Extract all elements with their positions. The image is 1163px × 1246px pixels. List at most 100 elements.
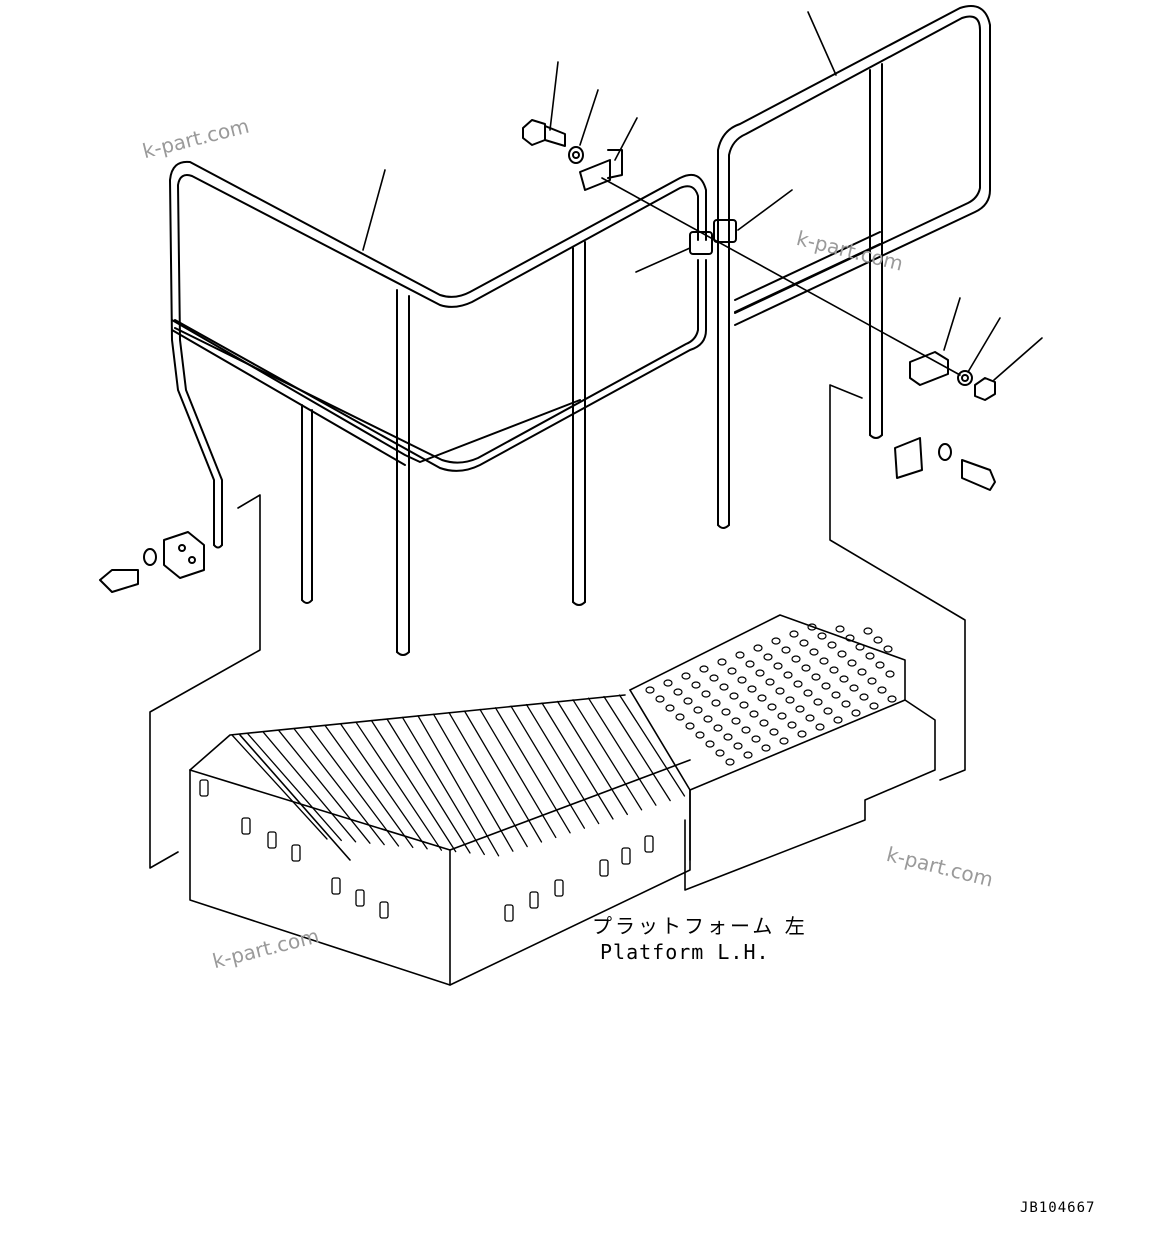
frame-slots <box>199 779 654 922</box>
perforation-hole <box>773 662 783 670</box>
left-fasteners <box>99 531 205 593</box>
grating-bar <box>401 716 485 856</box>
perforation-hole <box>715 749 725 757</box>
perforation-hole <box>761 744 771 752</box>
perforation-hole <box>801 664 811 672</box>
perforation-hole <box>817 632 827 640</box>
grating-bar <box>448 711 528 848</box>
right-handrail <box>717 5 991 529</box>
grating-bar <box>262 731 357 843</box>
frame-slot <box>291 844 301 862</box>
grating-bar <box>355 721 443 851</box>
grating-bar <box>618 694 686 797</box>
perforation-hole <box>731 717 741 725</box>
perforation-hole <box>713 724 723 732</box>
perforation-hole <box>847 659 857 667</box>
perforation-hole <box>821 682 831 690</box>
perforation-hole <box>845 634 855 642</box>
perforation-hole <box>867 677 877 685</box>
perforation-hole <box>823 707 833 715</box>
perforation-hole <box>685 722 695 730</box>
perforation-hole <box>781 646 791 654</box>
perforation-hole <box>737 676 747 684</box>
grating-bar <box>463 710 543 843</box>
grating-bar <box>494 707 571 834</box>
perforation-hole <box>837 650 847 658</box>
perforation-hole <box>711 699 721 707</box>
grating-bar <box>572 699 643 811</box>
perforation-hole <box>703 715 713 723</box>
perforation-hole <box>815 723 825 731</box>
grating-bar <box>417 715 500 857</box>
perforation-hole <box>805 714 815 722</box>
perforation-hole <box>765 678 775 686</box>
perforation-hole <box>849 684 859 692</box>
frame-slot <box>554 879 564 897</box>
grating-bar <box>432 713 514 852</box>
perforation-hole <box>663 679 673 687</box>
perforation-hole <box>721 708 731 716</box>
drawing-code: JB104667 <box>1020 1200 1096 1216</box>
perforation-hole <box>699 665 709 673</box>
perforation-hole <box>859 693 869 701</box>
perforation-hole <box>741 726 751 734</box>
grating-bar <box>525 703 600 825</box>
perforation-hole <box>857 668 867 676</box>
perforation-hole <box>783 671 793 679</box>
perforation-hole <box>797 730 807 738</box>
leader-lines <box>362 11 1043 381</box>
grating-bar <box>510 705 586 829</box>
perforation-hole <box>829 666 839 674</box>
left-handrail <box>169 160 707 656</box>
frame-slot <box>331 877 341 895</box>
perforation-hole <box>841 700 851 708</box>
perforation-hole <box>755 669 765 677</box>
frame-slot <box>504 904 514 922</box>
grating-bar <box>386 718 471 854</box>
perforation-hole <box>735 651 745 659</box>
frame-slot <box>621 847 631 865</box>
perforation-hole <box>701 690 711 698</box>
perforation-hole <box>655 695 665 703</box>
perforation-hole <box>813 698 823 706</box>
grating-bar <box>587 697 657 806</box>
perforation-hole <box>695 731 705 739</box>
perforation-hole <box>709 674 719 682</box>
perforation-hole <box>835 625 845 633</box>
perforation-hole <box>729 692 739 700</box>
frame-slot <box>379 901 389 919</box>
frame-slot <box>267 831 277 849</box>
grating-bar <box>246 732 342 842</box>
grating-bar <box>541 702 614 820</box>
perforation-hole <box>733 742 743 750</box>
reference-brackets <box>149 384 966 869</box>
frame-slot <box>199 779 209 797</box>
grating-bar <box>231 734 328 840</box>
platform <box>189 614 936 986</box>
frame-slot <box>599 859 609 877</box>
perforated-plate <box>645 623 897 766</box>
grating-bars <box>231 694 686 857</box>
part-label-en: Platform L.H. <box>600 940 770 964</box>
perforation-hole <box>759 719 769 727</box>
perforation-hole <box>787 721 797 729</box>
perforation-hole <box>831 691 841 699</box>
perforation-hole <box>693 706 703 714</box>
grating-bar <box>308 726 400 847</box>
perforation-hole <box>869 702 879 710</box>
perforation-hole <box>793 680 803 688</box>
frame-slot <box>644 835 654 853</box>
perforation-hole <box>681 672 691 680</box>
perforation-hole <box>875 661 885 669</box>
grating-bar <box>556 700 628 816</box>
grating-bar <box>479 708 557 839</box>
perforation-hole <box>717 658 727 666</box>
perforation-hole <box>789 630 799 638</box>
perforation-hole <box>873 636 883 644</box>
perforation-hole <box>665 704 675 712</box>
perforation-hole <box>771 637 781 645</box>
perforation-hole <box>743 751 753 759</box>
perforation-hole <box>811 673 821 681</box>
part-label-jp: プラットフォーム 左 <box>592 914 808 938</box>
